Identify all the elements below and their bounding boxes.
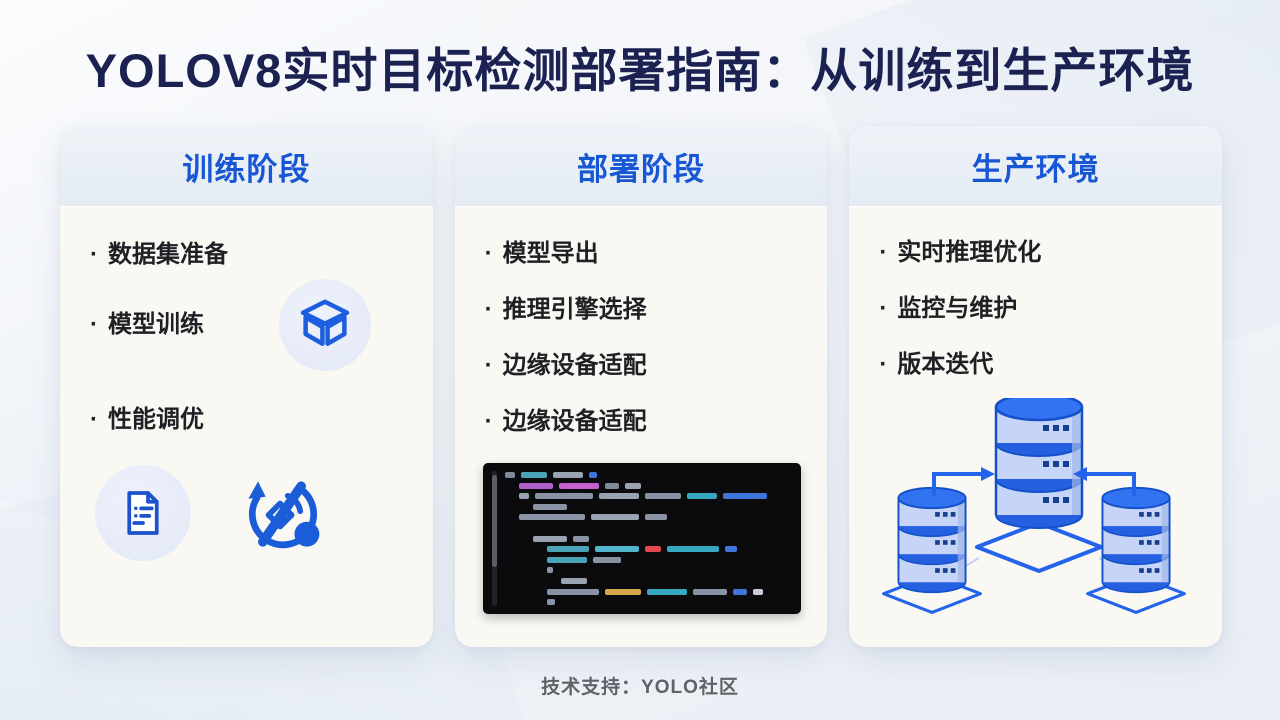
production-bullet-list: · 实时推理优化 · 监控与维护 · 版本迭代 — [849, 126, 1041, 407]
card-training-title: 训练阶段 — [182, 151, 311, 187]
item-label: 推理引擎选择 — [502, 296, 647, 323]
code-screenshot — [482, 463, 801, 614]
code-scrollbar — [491, 471, 497, 606]
bullet-marker: · — [879, 295, 888, 322]
bullet-marker: · — [484, 296, 493, 323]
code-line — [546, 588, 795, 595]
list-item: · 推理引擎选择 — [485, 296, 647, 324]
database-cluster-diagram — [857, 392, 1213, 628]
item-label: 模型导出 — [502, 240, 599, 267]
code-line — [546, 556, 795, 563]
bullet-marker: · — [484, 352, 493, 379]
list-item: · 模型导出 — [485, 240, 647, 268]
item-label: 版本迭代 — [897, 351, 994, 378]
code-line — [532, 503, 795, 510]
item-label: 模型训练 — [108, 311, 204, 338]
card-production-header: 生产环境 — [849, 126, 1223, 207]
code-line — [560, 577, 795, 584]
code-line — [518, 514, 795, 521]
bullet-marker: · — [90, 241, 98, 268]
training-bullet-list: · 数据集准备 · 模型训练 · 性能调优 — [60, 126, 228, 434]
bullet-marker: · — [879, 351, 888, 378]
deployment-bullet-list: · 模型导出 · 推理引擎选择 · 边缘设备适配 · 边缘设备适配 — [455, 126, 647, 464]
scrollbar-thumb — [491, 475, 497, 567]
card-production: 生产环境 · 实时推理优化 · 监控与维护 · 版本迭代 — [849, 126, 1223, 647]
card-deployment-header: 部署阶段 — [454, 126, 828, 207]
code-line — [532, 535, 795, 542]
item-label: 实时推理优化 — [897, 239, 1042, 266]
list-item: · 数据集准备 — [90, 241, 228, 269]
code-line — [505, 525, 795, 531]
card-deployment: 部署阶段 · 模型导出 · 推理引擎选择 · 边缘设备适配 · 边缘设备适配 — [454, 126, 828, 647]
code-lines — [504, 472, 795, 610]
item-label: 数据集准备 — [108, 241, 228, 268]
code-line — [546, 599, 795, 606]
item-label: 性能调优 — [108, 406, 204, 433]
card-deployment-title: 部署阶段 — [577, 151, 705, 187]
card-training: 训练阶段 · 数据集准备 · 模型训练 · 性能调优 — [60, 126, 433, 647]
item-label: 边缘设备适配 — [502, 352, 647, 379]
optimization-icon — [236, 469, 328, 561]
item-label: 边缘设备适配 — [502, 408, 647, 435]
footer-credit: 技术支持：YOLO社区 — [541, 677, 739, 698]
bullet-marker: · — [90, 311, 98, 338]
list-item: · 版本迭代 — [879, 351, 1041, 379]
code-line — [518, 482, 795, 489]
code-line — [504, 472, 795, 478]
card-production-title: 生产环境 — [971, 151, 1100, 187]
list-item: · 监控与维护 — [879, 295, 1041, 323]
code-line — [518, 493, 795, 500]
item-label: 监控与维护 — [897, 295, 1018, 322]
bullet-marker: · — [90, 406, 98, 433]
code-line — [546, 546, 795, 553]
code-line — [546, 567, 795, 574]
page-title: YOLOV8实时目标检测部署指南：从训练到生产环境 — [85, 44, 1195, 97]
list-item: · 边缘设备适配 — [485, 352, 647, 380]
list-item: · 性能调优 — [90, 406, 228, 434]
list-item: · 边缘设备适配 — [485, 408, 647, 436]
cube-icon — [279, 279, 371, 371]
card-training-header: 训练阶段 — [60, 126, 433, 207]
bullet-marker: · — [484, 408, 493, 435]
cards-row: 训练阶段 · 数据集准备 · 模型训练 · 性能调优 — [60, 126, 1223, 647]
bullet-marker: · — [879, 239, 888, 266]
list-item: · 实时推理优化 — [879, 239, 1041, 267]
bullet-marker: · — [484, 240, 493, 267]
list-item: · 模型训练 — [90, 311, 228, 339]
document-icon — [95, 465, 191, 561]
